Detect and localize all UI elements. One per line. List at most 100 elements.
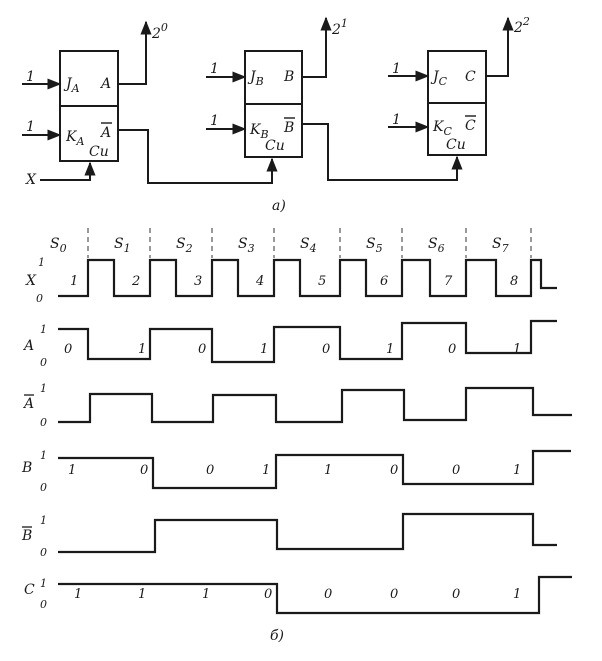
waveform-value-label: 0 [390, 587, 398, 602]
flipflop-c-q-label: C [465, 69, 476, 85]
row-bbar-high: 1 [40, 514, 47, 527]
waveform-value-label: 1 [513, 463, 521, 478]
flipflop-c: JC C KC C Cu 1 1 22 [388, 15, 530, 156]
waveform-value-label: 1 [70, 274, 78, 289]
circuit-caption: а) [272, 198, 286, 214]
waveform-value-label: 4 [255, 274, 264, 289]
b-to-c-wire [302, 123, 463, 181]
state-label: S6 [428, 236, 445, 255]
flipflop-c-k-input-value: 1 [392, 112, 401, 128]
state-dividers [87, 228, 532, 258]
waveform-value-label: 7 [444, 274, 453, 289]
flipflop-a-k-input-value: 1 [26, 119, 35, 135]
row-x-low: 0 [36, 292, 43, 305]
waveform-value-label: 3 [194, 274, 202, 289]
state-label: S0 [50, 236, 67, 255]
row-labels: X 1 0 A 1 0 A 1 0 B 1 0 B 1 0 C 1 0 [21, 256, 47, 611]
flipflop-c-j-input-value: 1 [392, 61, 401, 77]
waveform-value-label: 0 [390, 463, 398, 478]
waveform-value-label: 1 [324, 463, 332, 478]
waveform-value-label: 1 [513, 587, 521, 602]
flipflop-a-q-label: A [99, 76, 111, 92]
flipflop-b-clock-label: Cu [265, 138, 285, 154]
row-abar-name: A [22, 396, 34, 412]
waveform-a [58, 319, 557, 364]
timing-caption: б) [270, 628, 284, 644]
flipflop-b-q-label: B [283, 69, 294, 85]
waveform-value-label: 0 [64, 342, 72, 357]
flipflop-c-clock-label: Cu [446, 137, 466, 153]
waveform-bbar [58, 512, 557, 554]
waveform-value-label: 1 [74, 587, 82, 602]
circuit-schematic: JA A KA A Cu 1 1 20 JB B KB B Cu 1 1 [22, 15, 530, 214]
waveform-value-label: 1 [138, 342, 146, 357]
waveform-b [58, 449, 571, 490]
flipflop-c-qbar-label: C [465, 118, 476, 134]
row-bbar-low: 0 [40, 546, 47, 559]
waveform-value-label: 6 [380, 274, 388, 289]
row-c-high: 1 [40, 577, 47, 590]
row-a-name: A [22, 338, 34, 354]
flipflop-c-k-label: KC [432, 119, 452, 138]
waveform-value-label: 0 [264, 587, 272, 602]
row-a-low: 0 [40, 356, 47, 369]
row-c-low: 0 [40, 598, 47, 611]
waveform-value-label: 1 [513, 342, 521, 357]
waveform-value-label: 2 [131, 274, 140, 289]
waveform-value-label: 5 [318, 274, 326, 289]
waveform-value-label: 1 [386, 342, 394, 357]
flipflop-b-j-input-value: 1 [210, 61, 219, 77]
flipflop-c-j-label: JC [430, 69, 448, 88]
state-label: S3 [238, 236, 255, 255]
waveform-value-label: 1 [260, 342, 268, 357]
row-abar-high: 1 [40, 382, 47, 395]
waveform-value-label: 1 [138, 587, 146, 602]
waveform-value-label: 8 [510, 274, 518, 289]
row-a-high: 1 [40, 323, 47, 336]
waveform-value-label: 0 [324, 587, 332, 602]
flipflop-a-j-label: JA [63, 76, 80, 95]
state-label: S7 [492, 236, 509, 255]
flipflop-a-j-input-value: 1 [26, 69, 35, 85]
clock-wiring: X [25, 123, 463, 188]
row-x-high: 1 [38, 256, 45, 269]
a-to-b-wire [118, 129, 278, 184]
waveform-value-label: 0 [198, 342, 206, 357]
state-label: S5 [366, 236, 383, 255]
waveform-value-label: 0 [322, 342, 330, 357]
waveform-value-label: 1 [202, 587, 210, 602]
waveform-value-label: 0 [448, 342, 456, 357]
row-b-high: 1 [40, 449, 47, 462]
flipflop-a: JA A KA A Cu 1 1 20 [22, 20, 168, 162]
flipflop-b-qbar-label: B [283, 120, 294, 136]
waveform-value-label: 0 [140, 463, 148, 478]
flipflop-b-k-label: KB [249, 122, 269, 141]
waveform-value-label: 1 [68, 463, 76, 478]
flipflop-b-weight: 21 [331, 17, 348, 38]
waveform-value-label: 1 [262, 463, 270, 478]
flipflop-a-weight: 20 [151, 21, 168, 42]
waveform-values: 1 2 3 4 5 6 7 8 0 1 0 1 0 1 0 1 1 0 0 1 1 0 0 1 1 1 1 0 0 0 0 1 [64, 274, 521, 602]
flipflop-b-j-label: JB [247, 69, 264, 88]
row-b-low: 0 [40, 481, 47, 494]
state-label: S4 [300, 236, 317, 255]
waveform-value-label: 0 [452, 587, 460, 602]
row-bbar-name: B [21, 528, 32, 544]
flipflop-b: JB B KB B Cu 1 1 21 [206, 16, 348, 158]
flipflop-a-clock-label: Cu [89, 144, 109, 160]
state-label: S2 [176, 236, 193, 255]
flipflop-b-k-input-value: 1 [210, 113, 219, 129]
row-abar-low: 0 [40, 416, 47, 429]
row-c-name: C [24, 582, 35, 598]
waveform-c [58, 575, 572, 615]
flipflop-a-k-label: KA [65, 129, 84, 148]
flipflop-a-qbar-label: A [99, 125, 111, 141]
waveform-abar [58, 386, 572, 424]
waveform-value-label: 0 [206, 463, 214, 478]
row-x-name: X [25, 273, 37, 289]
waveform-value-label: 0 [452, 463, 460, 478]
waveform-x [58, 258, 557, 298]
